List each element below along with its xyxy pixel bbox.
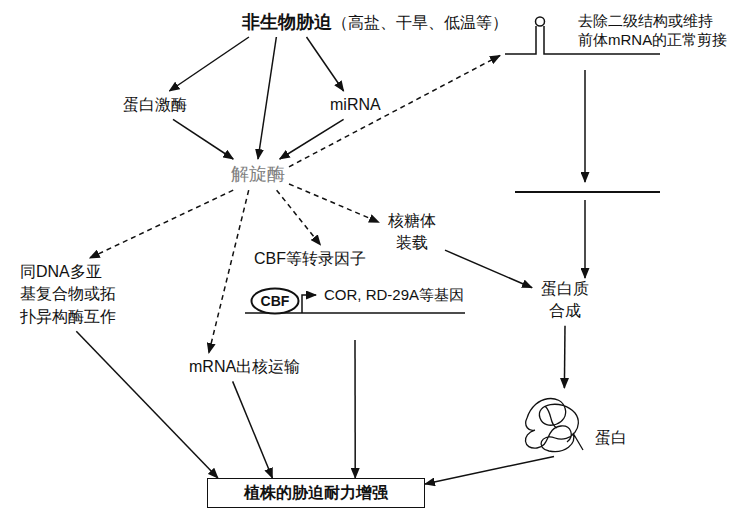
stress-source: 非生物胁迫（高盐、干旱、低温等） xyxy=(238,7,512,37)
tf-node: CBF等转录因子 COR, RD-29A等基因 CBF xyxy=(240,245,470,340)
flow-arrow xyxy=(258,37,276,159)
node-label: CBF等转录因子 xyxy=(254,249,366,270)
flow-arrow xyxy=(76,331,218,478)
synthesis-node: 蛋白质 合成 xyxy=(532,275,598,326)
dashed-arrow xyxy=(277,190,321,245)
stress-heading: 非生物胁迫 xyxy=(242,12,332,32)
protein-coil xyxy=(525,399,583,452)
splicing-node: 去除二级结构或维持 前体mRNA的正常剪接 xyxy=(500,8,742,58)
node-label: miRNA xyxy=(330,94,381,116)
dashed-arrow xyxy=(289,56,500,167)
flow-arrow xyxy=(173,119,233,159)
flow-arrow xyxy=(564,326,566,388)
dashed-arrow xyxy=(289,184,379,222)
dna-node: 同DNA多亚 基复合物或拓 扑异构酶互作 xyxy=(16,258,150,331)
node-label: 同DNA多亚 基复合物或拓 扑异构酶互作 xyxy=(20,261,146,328)
node-label: 解旋酶 xyxy=(231,162,285,187)
promoter-arrow xyxy=(302,295,316,313)
hairpin-loop xyxy=(536,17,545,26)
node-label: 核糖体 装载 xyxy=(383,210,441,255)
mirna-node: miRNA xyxy=(326,91,385,119)
ribosome-node: 核糖体 装载 xyxy=(379,207,445,258)
kinase-node: 蛋白激酶 xyxy=(119,91,191,119)
dashed-arrow xyxy=(90,190,234,258)
result-box: 植株的胁迫耐力增强 xyxy=(207,478,425,508)
stress-examples: （高盐、干旱、低温等） xyxy=(332,14,508,31)
flow-arrow xyxy=(584,70,586,182)
flow-arrow xyxy=(584,200,586,278)
flow-arrow xyxy=(233,381,273,478)
node-label: CBF xyxy=(250,287,300,315)
gene-label: COR, RD-29A等基因 xyxy=(324,285,464,305)
flow-arrow xyxy=(425,456,554,484)
node-label: 蛋白质 合成 xyxy=(536,278,594,323)
helicase-node: 解旋酶 xyxy=(227,159,289,190)
flow-arrow xyxy=(445,250,532,288)
flow-arrow xyxy=(169,37,249,91)
flow-arrow xyxy=(354,340,356,478)
flow-arrow xyxy=(307,37,344,91)
node-label: 植株的胁迫耐力增强 xyxy=(244,483,388,503)
mature-mrna xyxy=(515,191,660,193)
cbf-ellipse: CBF xyxy=(250,287,300,315)
node-label: mRNA出核运输 xyxy=(189,356,300,378)
protein-node: 蛋白 xyxy=(515,388,645,460)
dashed-arrow xyxy=(209,190,249,353)
protein-illustration xyxy=(515,388,645,460)
flow-arrow xyxy=(280,119,344,159)
export-node: mRNA出核运输 xyxy=(185,353,304,381)
node-label: 去除二级结构或维持 前体mRNA的正常剪接 xyxy=(578,12,740,50)
node-label: 蛋白激酶 xyxy=(123,94,187,116)
node-label: 蛋白 xyxy=(595,428,627,449)
